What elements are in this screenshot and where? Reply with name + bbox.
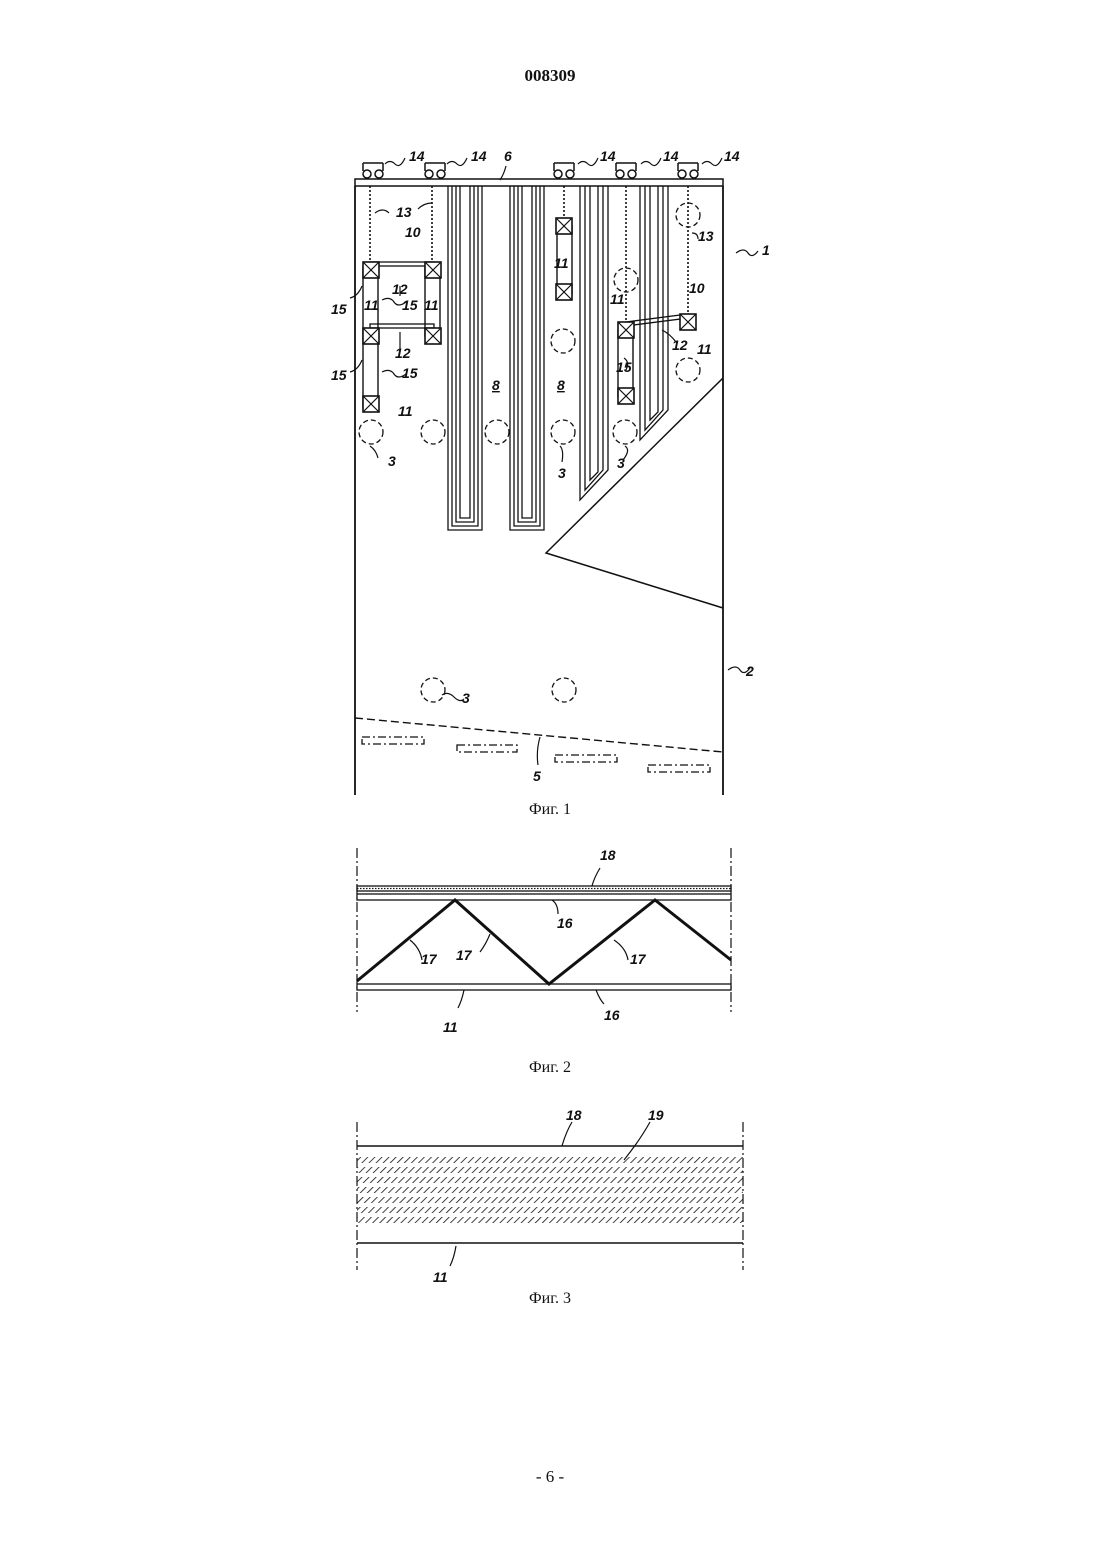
trolley-14 xyxy=(554,163,574,178)
label-14: 14 xyxy=(409,148,425,164)
label-12: 12 xyxy=(395,345,411,361)
label-15: 15 xyxy=(616,359,632,375)
rail xyxy=(355,179,723,186)
label-8: 8 xyxy=(492,377,500,393)
label-15: 15 xyxy=(402,297,418,313)
trolley-14 xyxy=(363,163,383,178)
figure-2-drawing: 18 16 17 17 17 11 16 xyxy=(0,840,1100,1040)
figure-3-caption: Фиг. 3 xyxy=(0,1290,1100,1308)
label-2: 2 xyxy=(745,663,754,679)
figure-1-drawing: 14 14 6 14 14 14 13 10 1 11 12 15 11 15 … xyxy=(0,0,1100,810)
label-13: 13 xyxy=(396,204,412,220)
label-11: 11 xyxy=(554,255,569,271)
label-15: 15 xyxy=(331,301,347,317)
label-18: 18 xyxy=(600,847,616,863)
label-11: 11 xyxy=(364,297,379,313)
label-11: 11 xyxy=(443,1019,458,1035)
label-11: 11 xyxy=(433,1269,448,1285)
label-14: 14 xyxy=(471,148,487,164)
label-12: 12 xyxy=(392,281,408,297)
label-17: 17 xyxy=(421,951,438,967)
label-3: 3 xyxy=(462,690,470,706)
label-13: 13 xyxy=(698,228,714,244)
label-3: 3 xyxy=(558,465,566,481)
trolley-14 xyxy=(425,163,445,178)
trolley-14 xyxy=(678,163,698,178)
label-11: 11 xyxy=(697,341,712,357)
label-14: 14 xyxy=(724,148,740,164)
figure-1-caption: Фиг. 1 xyxy=(0,801,1100,819)
label-18: 18 xyxy=(566,1107,582,1123)
label-15: 15 xyxy=(402,365,418,381)
figure-3-drawing: 18 19 11 xyxy=(0,1100,1100,1290)
label-14: 14 xyxy=(600,148,616,164)
label-5: 5 xyxy=(533,768,541,784)
label-14: 14 xyxy=(663,148,679,164)
label-1: 1 xyxy=(762,242,770,258)
label-10: 10 xyxy=(405,224,421,240)
label-17: 17 xyxy=(630,951,647,967)
label-3: 3 xyxy=(617,455,625,471)
label-3: 3 xyxy=(388,453,396,469)
label-8: 8 xyxy=(557,377,565,393)
label-10: 10 xyxy=(689,280,705,296)
label-11: 11 xyxy=(398,403,413,419)
label-17: 17 xyxy=(456,947,473,963)
label-16: 16 xyxy=(557,915,573,931)
label-6: 6 xyxy=(504,148,512,164)
page-number: - 6 - xyxy=(0,1467,1100,1487)
label-15: 15 xyxy=(331,367,347,383)
label-19: 19 xyxy=(648,1107,664,1123)
label-12: 12 xyxy=(672,337,688,353)
label-16: 16 xyxy=(604,1007,620,1023)
trolley-14 xyxy=(616,163,636,178)
label-11: 11 xyxy=(610,291,625,307)
label-11: 11 xyxy=(424,297,439,313)
figure-2-caption: Фиг. 2 xyxy=(0,1059,1100,1077)
